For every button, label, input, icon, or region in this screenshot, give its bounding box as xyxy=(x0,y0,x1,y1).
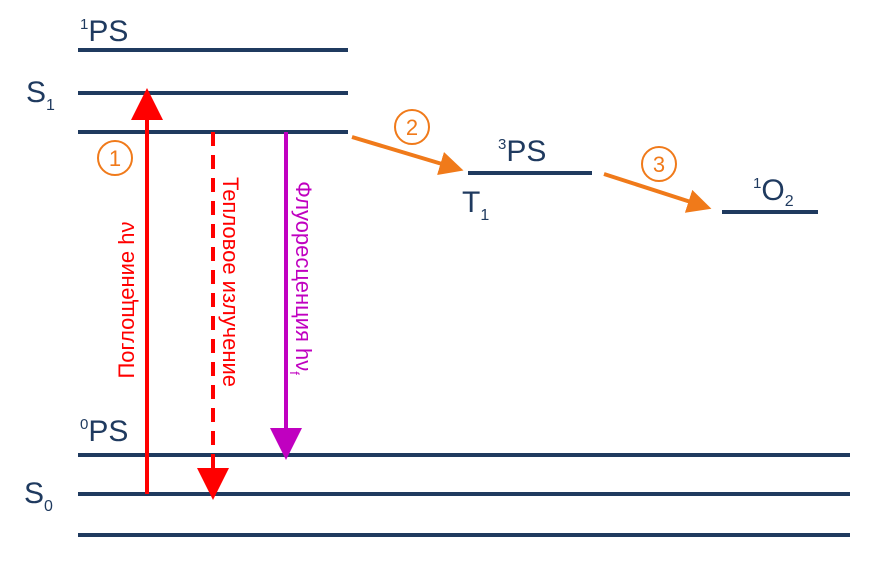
s1-levels xyxy=(78,48,348,134)
svg-text:2: 2 xyxy=(406,115,418,140)
absorption-label: Поглощение hν xyxy=(114,221,139,378)
label-s1: S1 xyxy=(26,76,55,114)
fluorescence-label: Флуоресценция hνf xyxy=(287,181,316,375)
label-t1: T1 xyxy=(462,186,489,224)
svg-text:1: 1 xyxy=(109,146,121,171)
thermal-label: Тепловое излучение xyxy=(218,177,243,387)
step-2-marker: 2 xyxy=(394,109,430,145)
s0-levels xyxy=(78,453,850,537)
label-0ps: 0PS xyxy=(80,415,128,448)
step-1-marker: 1 xyxy=(97,140,133,176)
label-s0: S0 xyxy=(24,477,53,515)
label-3ps: 3PS xyxy=(498,135,546,168)
isc-arrow xyxy=(351,135,464,176)
label-1ps: 1PS xyxy=(80,15,128,48)
energy-transfer-arrow xyxy=(603,172,712,213)
label-1o2: 1O2 xyxy=(753,174,794,210)
step-3-marker: 3 xyxy=(641,146,677,182)
svg-text:3: 3 xyxy=(653,152,665,177)
